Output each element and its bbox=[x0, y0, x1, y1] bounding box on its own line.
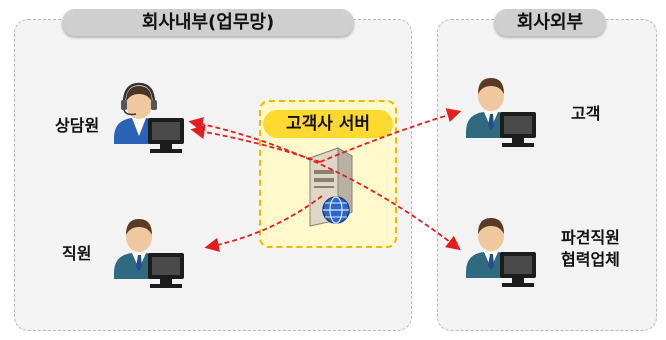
external-zone-title: 회사외부 bbox=[494, 9, 606, 36]
external-zone bbox=[437, 19, 657, 331]
dispatched-staff-icon bbox=[466, 218, 536, 287]
arrow-server-employee bbox=[204, 195, 323, 252]
arrow-server-counselor bbox=[190, 124, 321, 163]
customer-icon bbox=[466, 78, 536, 147]
arrow-customer-server bbox=[319, 108, 462, 163]
internal-zone-title: 회사내부(업무망) bbox=[62, 9, 354, 36]
dispatched-staff-label: 파견직원 협력업체 bbox=[561, 227, 620, 271]
employee-label: 직원 bbox=[62, 244, 92, 263]
dispatched-staff-label-line2: 협력업체 bbox=[561, 250, 620, 269]
customer-label: 고객 bbox=[571, 104, 601, 123]
dispatched-staff-label-line1: 파견직원 bbox=[561, 228, 620, 247]
counselor-icon bbox=[114, 82, 184, 153]
counselor-label: 상담원 bbox=[55, 116, 100, 135]
arrow-counselor-dispatched bbox=[188, 117, 461, 251]
employee-icon bbox=[114, 219, 184, 288]
